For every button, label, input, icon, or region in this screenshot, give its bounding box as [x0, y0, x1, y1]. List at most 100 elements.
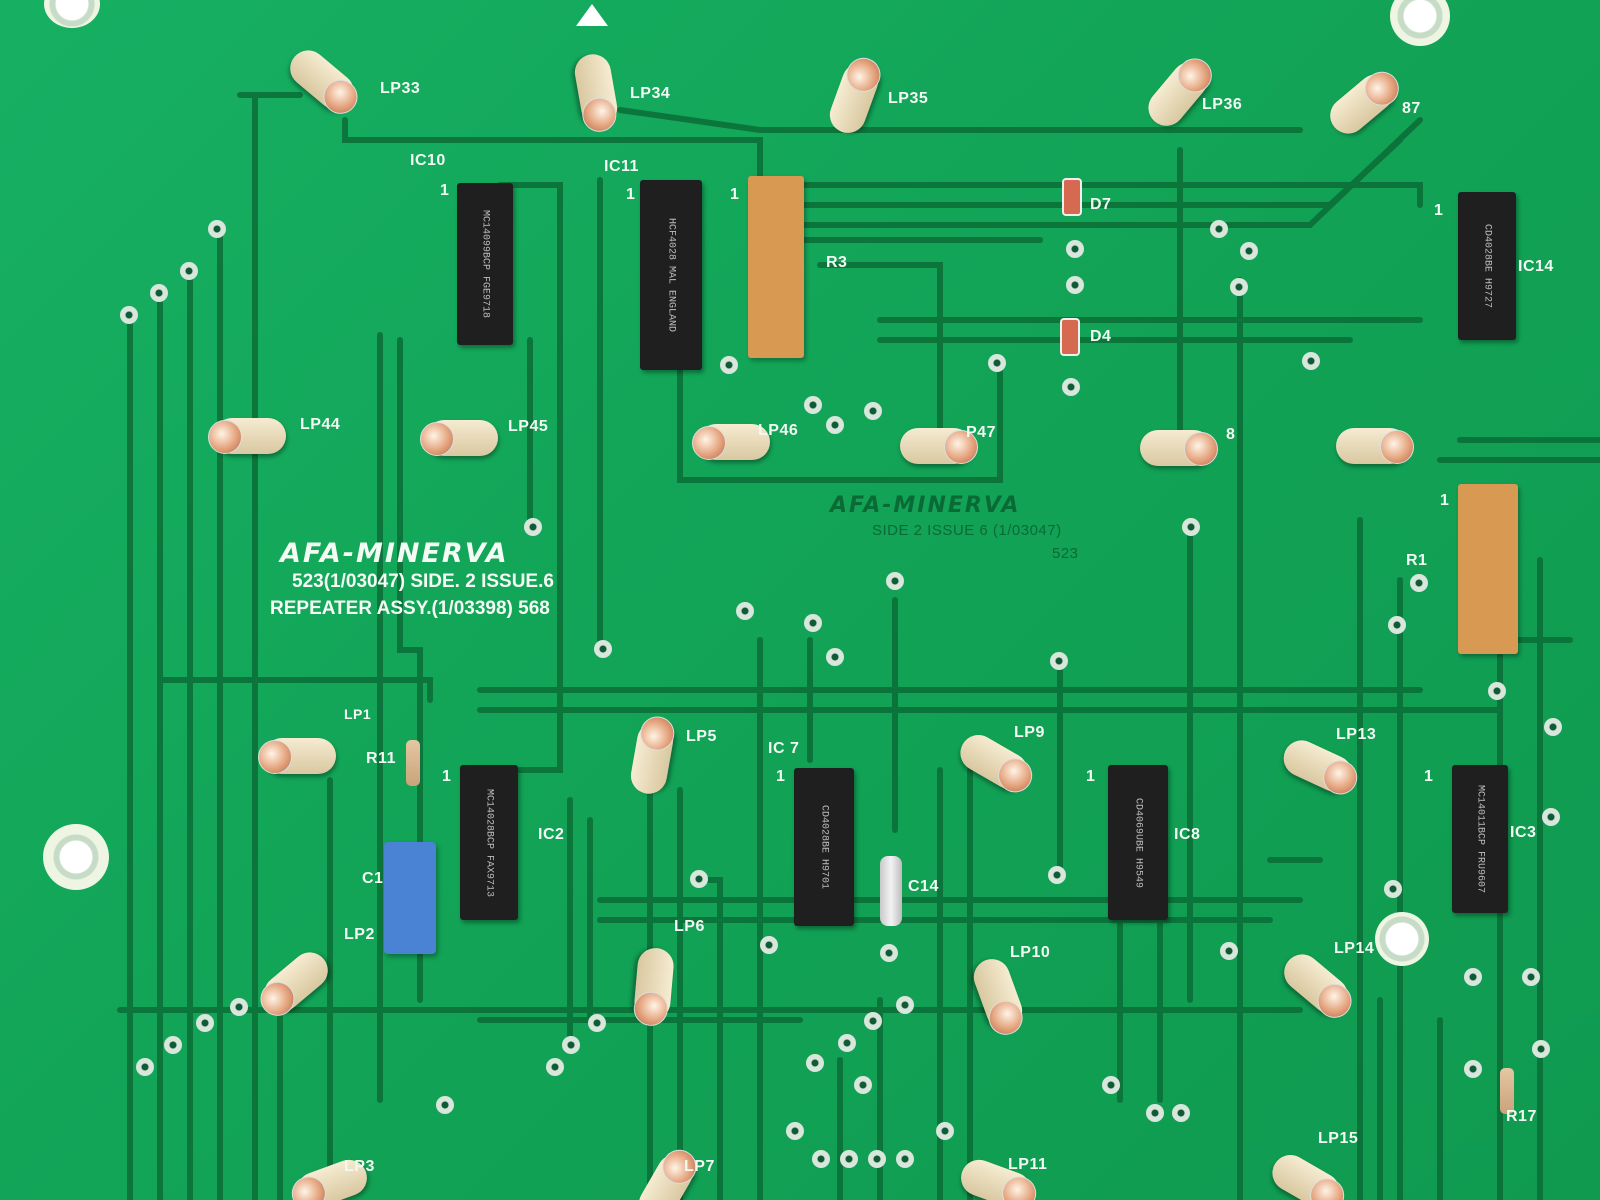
via — [936, 1122, 954, 1140]
label-lp47: P47 — [966, 424, 996, 441]
label-pin1-ic8: 1 — [1086, 768, 1096, 785]
via — [546, 1058, 564, 1076]
chip-ic3: MC14011BCP FRU9607 — [1452, 765, 1508, 913]
via — [436, 1096, 454, 1114]
via — [896, 1150, 914, 1168]
chip-ic2: MC14028BCP FAX9713 — [460, 765, 518, 920]
via — [736, 602, 754, 620]
label-lp44: LP44 — [300, 416, 341, 433]
label-lp13: LP13 — [1336, 726, 1377, 743]
via — [760, 936, 778, 954]
label-ic7: IC 7 — [768, 740, 800, 757]
via — [1302, 352, 1320, 370]
label-lp15: LP15 — [1318, 1130, 1359, 1147]
via — [208, 220, 226, 238]
via — [1066, 276, 1084, 294]
via — [1410, 574, 1428, 592]
label-d4: D4 — [1090, 328, 1112, 345]
lamp-lp44 — [208, 418, 286, 454]
chip-ic8: CD4069UBE H9549 — [1108, 765, 1168, 920]
chip-ic7: CD4028BE H9701 — [794, 768, 854, 926]
lamp-lp48 — [1140, 430, 1218, 466]
label-r1: R1 — [1406, 552, 1428, 569]
via — [120, 306, 138, 324]
label-lp1: LP1 — [344, 706, 372, 722]
label-lp10: LP10 — [1010, 944, 1051, 961]
lamp-lp1 — [258, 738, 336, 774]
chip-ic11: HCF4028 MAL ENGLAND — [640, 180, 702, 370]
label-lp5: LP5 — [686, 728, 717, 745]
label-pin1-r1: 1 — [1440, 492, 1450, 509]
lamp-lp45 — [420, 420, 498, 456]
label-c14: C14 — [908, 878, 939, 895]
via — [1532, 1040, 1550, 1058]
via — [1102, 1076, 1120, 1094]
label-pin1-ic2: 1 — [442, 768, 452, 785]
via — [804, 614, 822, 632]
board-id-line1: 523(1/03047) SIDE. 2 ISSUE.6 — [292, 571, 554, 592]
label-lp35: LP35 — [888, 90, 929, 107]
via — [1066, 240, 1084, 258]
mounting-hole-right — [1375, 912, 1429, 966]
label-r17: R17 — [1506, 1108, 1537, 1125]
via — [806, 1054, 824, 1072]
label-ic8: IC8 — [1174, 826, 1201, 843]
label-ic14: IC14 — [1518, 258, 1554, 275]
via — [1240, 242, 1258, 260]
via — [1542, 808, 1560, 826]
label-pin1-ic14: 1 — [1434, 202, 1444, 219]
via — [988, 354, 1006, 372]
resistor-network-r3 — [748, 176, 804, 358]
via — [1146, 1104, 1164, 1122]
via — [826, 648, 844, 666]
via — [594, 640, 612, 658]
via — [1210, 220, 1228, 238]
label-lp3: LP3 — [344, 1158, 375, 1175]
via — [854, 1076, 872, 1094]
capacitor-c14 — [880, 856, 902, 926]
lamp-lp49 — [1336, 428, 1414, 464]
via — [196, 1014, 214, 1032]
via — [1488, 682, 1506, 700]
via — [230, 998, 248, 1016]
label-pin1-ic7: 1 — [776, 768, 786, 785]
resistor-network-r1 — [1458, 484, 1518, 654]
label-lp11: LP11 — [1008, 1156, 1048, 1173]
label-lp36: LP36 — [1202, 96, 1243, 113]
via — [136, 1058, 154, 1076]
brand-main: AFA-MINERVA — [280, 538, 509, 569]
center-line1: SIDE 2 ISSUE 6 (1/03047) — [872, 522, 1062, 539]
resistor-r11 — [406, 740, 420, 786]
via — [1464, 1060, 1482, 1078]
label-lp9: LP9 — [1014, 724, 1045, 741]
via — [180, 262, 198, 280]
via — [588, 1014, 606, 1032]
via — [880, 944, 898, 962]
board-id-line2: REPEATER ASSY.(1/03398) 568 — [270, 598, 550, 619]
label-lp7: LP7 — [684, 1158, 715, 1175]
label-lp48: 8 — [1226, 426, 1236, 443]
label-r3: R3 — [826, 254, 848, 271]
label-d7: D7 — [1090, 196, 1112, 213]
label-lp34: LP34 — [630, 85, 671, 102]
via — [1384, 880, 1402, 898]
via — [1172, 1104, 1190, 1122]
diode-d4 — [1060, 318, 1080, 356]
via — [864, 1012, 882, 1030]
diode-d7 — [1062, 178, 1082, 216]
via — [164, 1036, 182, 1054]
label-ic2: IC2 — [538, 826, 565, 843]
label-c1: C1 — [362, 870, 384, 887]
via — [840, 1150, 858, 1168]
via — [868, 1150, 886, 1168]
via — [720, 356, 738, 374]
via — [826, 416, 844, 434]
via — [864, 402, 882, 420]
via — [150, 284, 168, 302]
lamp-lp47 — [900, 428, 978, 464]
mounting-hole-top-right — [1390, 0, 1450, 46]
label-lp37: 87 — [1402, 100, 1421, 117]
label-pin1-ic11: 1 — [626, 186, 636, 203]
